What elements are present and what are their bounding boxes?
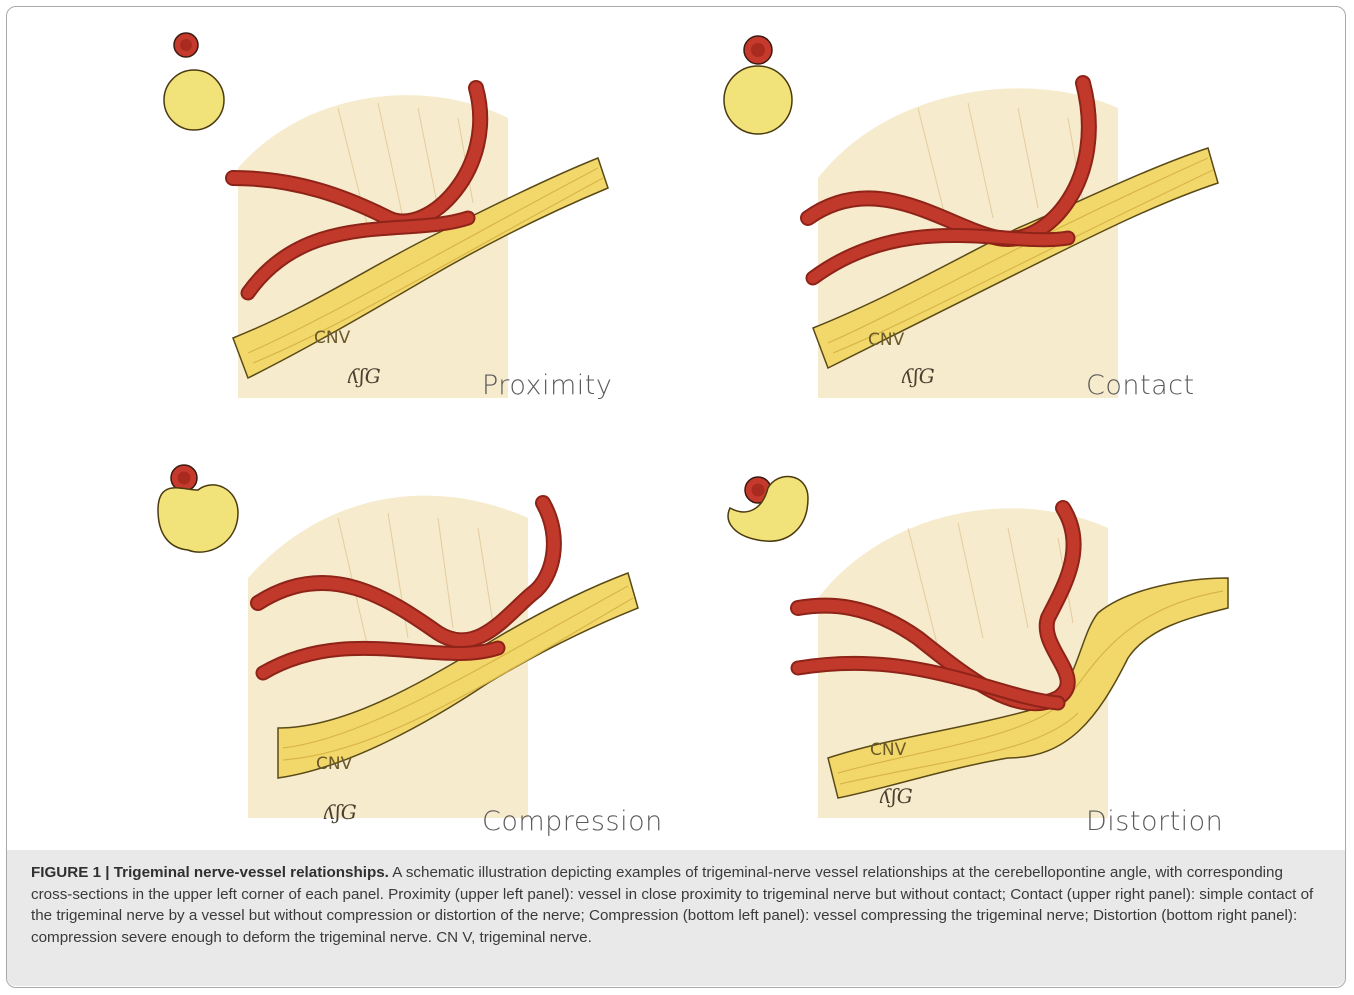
cross-section-nerve bbox=[164, 70, 224, 130]
cross-section-vessel-lumen bbox=[752, 484, 765, 497]
nerve-label: CNV bbox=[870, 740, 906, 760]
cross-section-vessel-lumen bbox=[751, 43, 765, 57]
figure-illustration: CNV ʎʃG Proximity CNV ʎʃG Contact bbox=[8, 8, 1346, 838]
distortion-illustration bbox=[668, 428, 1328, 838]
caption-box: FIGURE 1 | Trigeminal nerve-vessel relat… bbox=[7, 850, 1345, 986]
caption-title: FIGURE 1 | Trigeminal nerve-vessel relat… bbox=[31, 864, 389, 881]
artist-signature: ʎʃG bbox=[348, 364, 381, 388]
cross-section-vessel-lumen bbox=[178, 472, 191, 485]
nerve-label: CNV bbox=[868, 330, 904, 350]
panel-label: Compression bbox=[482, 806, 663, 837]
nerve-label: CNV bbox=[316, 754, 352, 774]
cross-section-vessel-lumen bbox=[180, 39, 192, 51]
panel-proximity: CNV ʎʃG Proximity bbox=[8, 8, 668, 418]
contact-illustration bbox=[668, 8, 1328, 418]
proximity-illustration bbox=[8, 8, 668, 418]
panel-label: Distortion bbox=[1086, 806, 1223, 837]
compression-illustration bbox=[8, 428, 668, 838]
panel-label: Proximity bbox=[482, 370, 612, 401]
artist-signature: ʎʃG bbox=[324, 800, 357, 824]
panel-contact: CNV ʎʃG Contact bbox=[668, 8, 1328, 418]
nerve-label: CNV bbox=[314, 328, 350, 348]
figure-caption: FIGURE 1 | Trigeminal nerve-vessel relat… bbox=[31, 862, 1323, 948]
panel-compression: CNV ʎʃG Compression bbox=[8, 428, 668, 838]
artist-signature: ʎʃG bbox=[902, 364, 935, 388]
panel-distortion: CNV ʎʃG Distortion bbox=[668, 428, 1328, 838]
cross-section-nerve bbox=[158, 485, 238, 552]
panel-label: Contact bbox=[1086, 370, 1195, 401]
cross-section-nerve bbox=[724, 66, 792, 134]
artist-signature: ʎʃG bbox=[880, 784, 913, 808]
